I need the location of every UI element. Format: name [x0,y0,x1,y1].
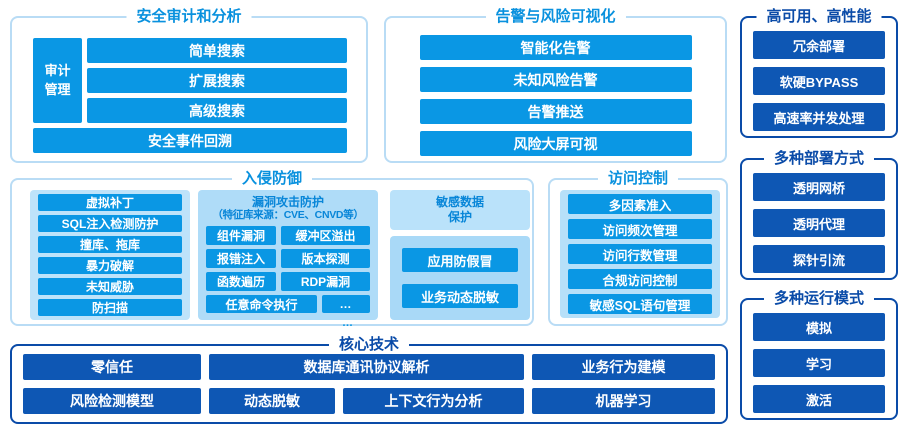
audit-item-simple-search: 简单搜索 [87,38,347,63]
panel-title-access-control: 访问控制 [597,169,679,189]
intrusion-left-list: 虚拟补丁 SQL注入检测防护 撞库、拖库 暴力破解 未知威胁 防扫描 [30,190,190,320]
intrusion-item-unknown-threat: 未知威胁 [38,278,182,295]
panel-high-availability: 高可用、高性能 冗余部署 软硬BYPASS 高速率并发处理 [740,7,898,138]
access-item-multifactor: 多因素准入 [568,194,712,214]
access-item-row-count: 访问行数管理 [568,244,712,264]
alert-content: 智能化告警 未知风险告警 告警推送 风险大屏可视 [386,35,725,156]
ha-item-high-concurrency: 高速率并发处理 [753,103,885,131]
core-item-db-protocol-parsing: 数据库通讯协议解析 [209,354,524,380]
panel-deployment-methods: 多种部署方式 透明网桥 透明代理 探针引流 [740,149,898,280]
alert-item-alert-push: 告警推送 [419,99,692,124]
panel-title-intrusion: 入侵防御 [231,169,313,189]
vuln-item-rdp: RDP漏洞 [281,272,370,291]
intrusion-item-sql-injection: SQL注入检测防护 [38,215,182,232]
mode-item-activate: 激活 [753,385,885,413]
panel-title-alert: 告警与风险可视化 [485,7,626,27]
vuln-item-arbitrary-command: 任意命令执行 [206,295,317,313]
panel-title-high-availability: 高可用、高性能 [756,7,882,27]
vuln-item-buffer-overflow: 缓冲区溢出 [281,226,370,245]
audit-management-label: 审计管理 [33,38,82,123]
panel-title-core-technology: 核心技术 [328,335,410,355]
audit-top-group: 审计管理 简单搜索 扩展搜索 高级搜索 [33,38,347,123]
intrusion-item-brute-force: 暴力破解 [38,257,182,274]
ha-item-redundant-deploy: 冗余部署 [753,31,885,59]
deployment-content: 透明网桥 透明代理 探针引流 [742,173,896,273]
access-item-frequency: 访问频次管理 [568,219,712,239]
panel-intrusion-prevention: 入侵防御 虚拟补丁 SQL注入检测防护 撞库、拖库 暴力破解 未知威胁 防扫描 … [10,169,534,329]
core-item-risk-detection-model: 风险检测模型 [23,388,201,414]
vuln-grid: 组件漏洞 缓冲区溢出 报错注入 版本探测 函数遍历 RDP漏洞 [206,226,370,291]
core-item-machine-learning: 机器学习 [532,388,715,414]
vulnerability-protection-group: 漏洞攻击防护 （特征库来源：CVE、CNVD等） 组件漏洞 缓冲区溢出 报错注入… [198,190,378,329]
vuln-group-title: 漏洞攻击防护 [251,195,324,209]
core-item-context-behavior-analysis: 上下文行为分析 [343,388,524,414]
sensitive-data-group: 敏感数据 保护 应用防假冒 业务动态脱敏 [390,190,530,320]
panel-alert-risk-visualization: 告警与风险可视化 智能化告警 未知风险告警 告警推送 风险大屏可视 [384,7,727,163]
modes-content: 模拟 学习 激活 [742,313,896,413]
core-item-dynamic-masking: 动态脱敏 [209,388,335,414]
vuln-item-error-injection: 报错注入 [206,249,276,268]
sensitive-item-dynamic-masking: 业务动态脱敏 [402,284,518,308]
panel-operating-modes: 多种运行模式 模拟 学习 激活 [740,289,898,420]
sensitive-title-line2: 保护 [447,210,472,224]
intrusion-item-anti-scan: 防扫描 [38,299,182,316]
panel-security-audit: 安全审计和分析 审计管理 简单搜索 扩展搜索 高级搜索 安全事件回溯 [10,7,368,163]
access-item-sensitive-sql: 敏感SQL语句管理 [568,294,712,314]
alert-item-unknown-risk-alert: 未知风险告警 [419,67,692,92]
access-control-items: 多因素准入 访问频次管理 访问行数管理 合规访问控制 敏感SQL语句管理 [560,190,720,318]
vuln-more-ellipsis: … [342,317,354,329]
audit-item-advanced-search: 高级搜索 [87,98,347,123]
vuln-last-row: 任意命令执行 … [206,295,370,313]
panel-title-deployment: 多种部署方式 [763,149,875,169]
ha-item-bypass: 软硬BYPASS [753,67,885,95]
intrusion-item-virtual-patch: 虚拟补丁 [38,194,182,211]
vuln-item-function-traversal: 函数遍历 [206,272,276,291]
sensitive-group-title: 敏感数据 保护 [390,190,530,230]
deploy-item-probe-diversion: 探针引流 [753,245,885,273]
panel-access-control: 访问控制 多因素准入 访问频次管理 访问行数管理 合规访问控制 敏感SQL语句管… [548,169,728,326]
panel-title-operating-modes: 多种运行模式 [763,289,875,309]
deploy-item-transparent-bridge: 透明网桥 [753,173,885,201]
panel-core-technology: 核心技术 零信任 数据库通讯协议解析 业务行为建模 风险检测模型 动态脱敏 上下… [10,335,728,424]
vuln-item-component: 组件漏洞 [206,226,276,245]
sensitive-title-line1: 敏感数据 [435,195,484,209]
vuln-group-subtitle: （特征库来源：CVE、CNVD等） [212,209,364,221]
intrusion-item-credential-stuffing: 撞库、拖库 [38,236,182,253]
vuln-item-more: … [322,295,370,313]
core-item-business-modeling: 业务行为建模 [532,354,715,380]
audit-content: 审计管理 简单搜索 扩展搜索 高级搜索 安全事件回溯 [33,38,347,153]
alert-item-smart-alert: 智能化告警 [419,35,692,60]
audit-search-column: 简单搜索 扩展搜索 高级搜索 [87,38,347,123]
sensitive-item-anti-counterfeit: 应用防假冒 [402,248,518,272]
sensitive-items: 应用防假冒 业务动态脱敏 [390,236,530,320]
core-item-zero-trust: 零信任 [23,354,201,380]
ha-content: 冗余部署 软硬BYPASS 高速率并发处理 [742,31,896,131]
audit-item-event-trace: 安全事件回溯 [33,128,347,153]
panel-title-security-audit: 安全审计和分析 [126,7,252,27]
alert-item-risk-dashboard: 风险大屏可视 [419,131,692,156]
mode-item-simulate: 模拟 [753,313,885,341]
deploy-item-transparent-proxy: 透明代理 [753,209,885,237]
vuln-item-version-detect: 版本探测 [281,249,370,268]
core-technology-grid: 零信任 数据库通讯协议解析 业务行为建模 风险检测模型 动态脱敏 上下文行为分析… [23,354,715,414]
mode-item-learn: 学习 [753,349,885,377]
access-item-compliance: 合规访问控制 [568,269,712,289]
audit-item-extended-search: 扩展搜索 [87,68,347,93]
